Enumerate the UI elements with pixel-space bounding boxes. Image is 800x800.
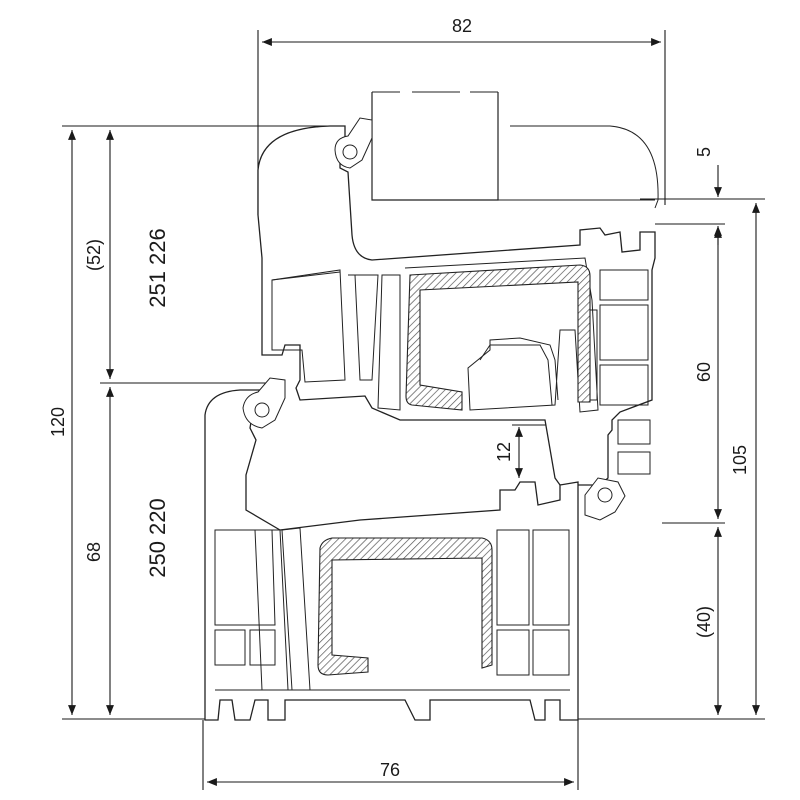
dim-frame-height: 68: [84, 542, 104, 562]
dim-right-gap: 5: [694, 147, 714, 157]
glazing-unit: [371, 91, 659, 209]
dim-right-mid: 60: [694, 362, 714, 382]
sash-profile: [257, 125, 656, 486]
dim-bottom-width: 76: [380, 760, 400, 780]
dim-top-width: 82: [452, 16, 472, 36]
frame-profile: [204, 389, 579, 721]
dim-right-lower: (40): [694, 606, 714, 638]
gaskets: [242, 117, 626, 521]
dim-total-height: 120: [48, 407, 68, 437]
frame-profile-code: 250 220: [145, 498, 170, 578]
dimension-labels: 82 76 120 (52) 68 5 60 105 (40) 12 251 2…: [48, 16, 750, 780]
dim-right-total: 105: [730, 445, 750, 475]
dim-sash-height: (52): [84, 239, 104, 271]
sash-profile-code: 251 226: [145, 228, 170, 308]
dim-inner-step: 12: [494, 442, 514, 462]
dimension-lines: [62, 30, 765, 790]
